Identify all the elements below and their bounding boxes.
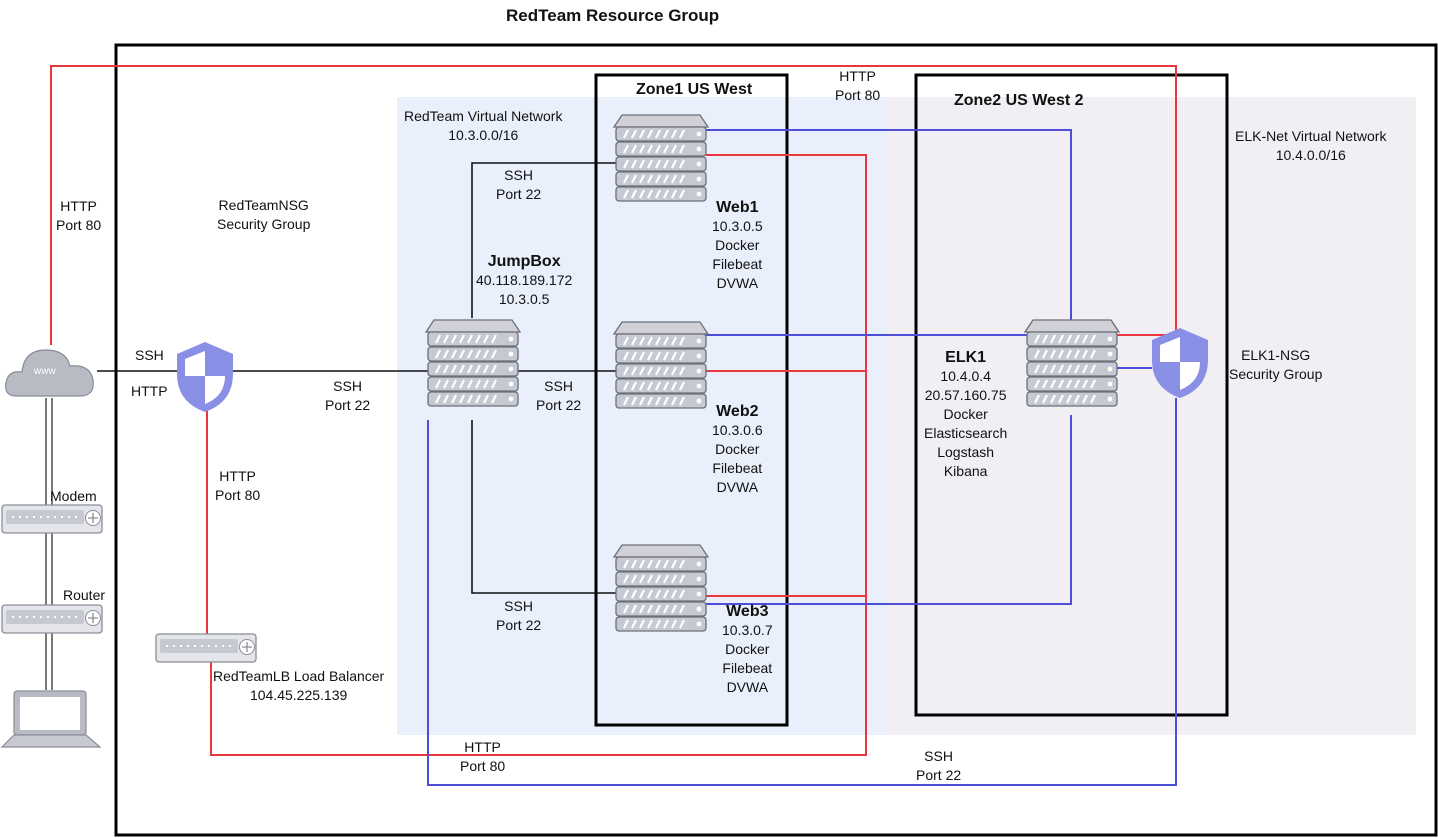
http-internet-nsg-label: HTTP — [131, 383, 168, 399]
laptop-icon — [0, 690, 102, 748]
redteam-nsg-shield-icon — [177, 342, 233, 412]
elk1-server-icon — [1025, 320, 1119, 406]
web1-server-icon — [614, 115, 708, 201]
router-label: Router — [63, 587, 106, 603]
ssh-elk-line — [427, 367, 1177, 786]
elk-web1-line — [706, 129, 1072, 322]
diagram-title: RedTeam Resource Group — [506, 6, 720, 25]
zone1-box — [594, 73, 789, 727]
elk-vnet-region — [870, 97, 1416, 735]
load-balancer-icon — [155, 633, 257, 663]
resource-group-border — [114, 43, 1438, 837]
http-lb-line — [206, 154, 867, 756]
modem-label: Modem — [50, 488, 97, 504]
ssh-jumpbox-web-line — [471, 162, 616, 594]
router-icon — [1, 604, 103, 634]
ssh-internet-label: SSH — [135, 347, 164, 363]
elk-web3-line — [706, 415, 1072, 605]
web3-server-icon — [614, 545, 708, 631]
zone2-label: Zone2 US West 2 — [954, 92, 1084, 109]
zone1-label: Zone1 US West — [636, 81, 753, 98]
jumpbox-server-icon — [426, 320, 520, 406]
zone2-box — [914, 73, 1229, 717]
internet-cloud-label: www — [34, 366, 56, 377]
internet-cloud-icon — [5, 349, 94, 397]
modem-icon — [1, 504, 103, 534]
internet-wire — [45, 398, 53, 690]
web2-server-icon — [614, 322, 708, 408]
